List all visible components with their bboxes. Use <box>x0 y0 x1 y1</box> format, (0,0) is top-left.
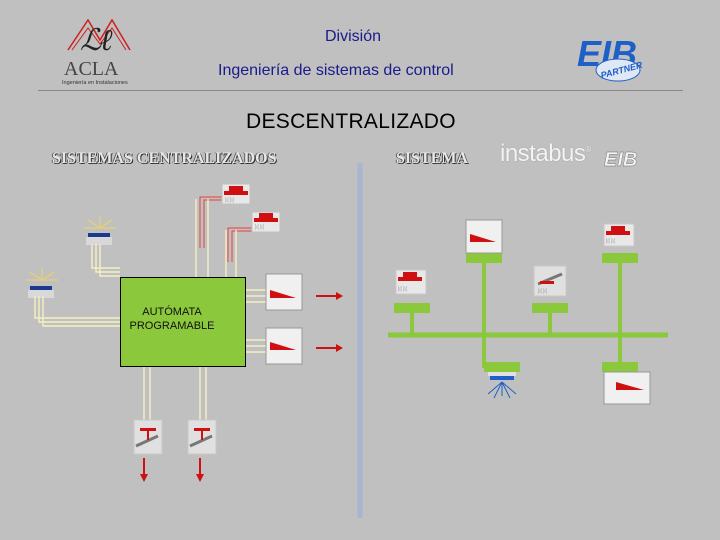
lamp-icon-1 <box>84 216 116 245</box>
title-centralized: SISTEMAS CENTRALIZADOS <box>52 150 277 167</box>
svg-text:ᛞ ᛞ: ᛞ ᛞ <box>255 224 264 231</box>
plc-box <box>120 277 246 367</box>
pushbutton-1: ᛞ ᛞ <box>221 183 251 205</box>
lamp-icon-2 <box>26 268 58 298</box>
title-decentralized: DESCENTRALIZADO <box>246 110 456 133</box>
title-sistema: SISTEMA <box>396 150 469 167</box>
svg-text:ℒ: ℒ <box>80 24 103 57</box>
left-wires <box>199 196 256 262</box>
header-divider <box>38 90 683 91</box>
header-subtitle: Ingeniería de sistemas de control <box>218 62 454 79</box>
svg-text:ᛞ ᛞ: ᛞ ᛞ <box>398 286 407 293</box>
plc-label-line1: AUTÓMATA <box>142 306 202 318</box>
eib-partner-logo: EIB PARTNER <box>577 33 644 82</box>
output-actuator-2 <box>265 327 343 365</box>
bus-pushbutton-1: ᛞ ᛞ <box>603 223 635 247</box>
plc-label-line2: PROGRAMABLE <box>129 320 215 332</box>
bus-actuator-2 <box>603 371 651 405</box>
acla-text: ACLA <box>64 58 119 80</box>
svg-text:ᛞ ᛞ: ᛞ ᛞ <box>225 197 234 204</box>
svg-text:EIB: EIB <box>604 149 637 171</box>
svg-text:ℓ: ℓ <box>100 24 113 57</box>
bus-pushbutton-2: ᛞ ᛞ <box>395 269 427 295</box>
instabus-logo: instabus® <box>500 140 591 167</box>
svg-text:ᛞ ᛞ: ᛞ ᛞ <box>606 238 615 245</box>
acla-tagline: Ingeniería en Instalaciones <box>62 80 128 86</box>
bus-line <box>388 258 668 368</box>
switch-icon-2 <box>187 419 217 482</box>
pushbutton-2: ᛞ ᛞ <box>251 211 281 233</box>
bus-actuator-1 <box>465 219 503 254</box>
switch-icon-1 <box>133 419 163 482</box>
plc-label: AUTÓMATA PROGRAMABLE <box>122 305 222 333</box>
acla-logo: ℒ ℓ ACLA Ingeniería en Instalaciones <box>62 18 131 86</box>
svg-text:ᛞ ᛞ: ᛞ ᛞ <box>538 288 547 295</box>
bus-switch-icon: ᛞ ᛞ <box>533 265 567 297</box>
eib-small-logo: EIB <box>604 149 638 171</box>
output-actuator-1 <box>265 273 343 311</box>
bus-lamp-icon <box>487 372 517 399</box>
